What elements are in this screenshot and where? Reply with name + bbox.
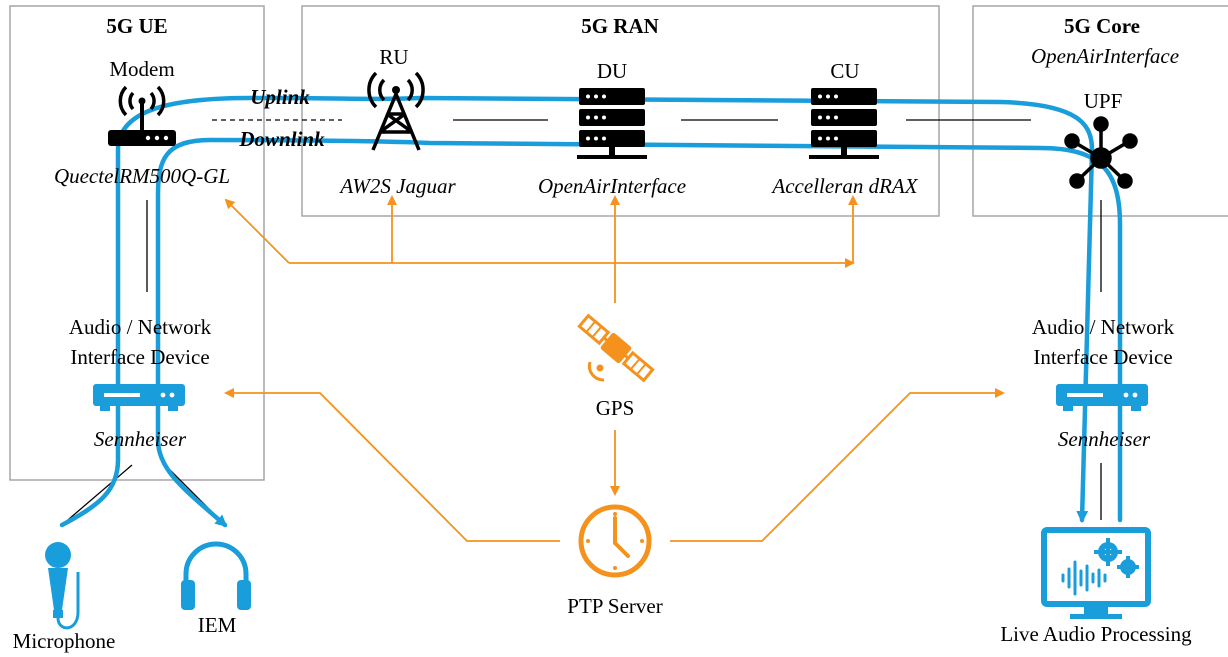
antenna-tower-icon xyxy=(367,71,425,151)
interface-microphone-line xyxy=(61,464,133,526)
ru-vendor: AW2S Jaguar xyxy=(338,174,456,198)
core-group-subtitle: OpenAirInterface xyxy=(1031,44,1179,68)
ue-interface-label-line1: Audio / Network xyxy=(69,315,212,339)
ue-group-box xyxy=(9,5,265,481)
sync-to-modem-arrow xyxy=(224,198,290,264)
modem-label: Modem xyxy=(109,57,174,81)
core-interface-label-line1: Audio / Network xyxy=(1032,315,1175,339)
ru-label: RU xyxy=(379,45,408,69)
core-interface-label-line2: Interface Device xyxy=(1033,345,1172,369)
headphones-icon xyxy=(181,541,251,610)
ue-network-device-icon xyxy=(93,384,185,411)
cu-vendor: Accelleran dRAX xyxy=(770,174,918,198)
core-group-title: 5G Core xyxy=(1064,14,1140,38)
modem-vendor: QuectelRM500Q-GL xyxy=(54,164,230,188)
ue-interface-vendor: Sennheiser xyxy=(94,427,187,451)
downlink-label: Downlink xyxy=(238,127,325,151)
core-network-device-icon xyxy=(1056,384,1148,411)
cu-server-icon xyxy=(809,88,879,159)
ran-group-box xyxy=(301,5,940,217)
wifi-router-icon xyxy=(108,85,176,146)
uplink-label: Uplink xyxy=(250,85,310,109)
uplink-path xyxy=(59,95,1095,528)
upf-label: UPF xyxy=(1084,89,1123,113)
satellite-icon xyxy=(577,313,655,383)
clock-icon xyxy=(578,504,652,578)
du-server-icon xyxy=(577,88,647,159)
du-vendor: OpenAirInterface xyxy=(538,174,686,198)
core-interface-vendor: Sennheiser xyxy=(1058,427,1151,451)
ptp-to-ue-interface-arrow xyxy=(224,388,560,542)
gps-label: GPS xyxy=(596,396,635,420)
cu-label: CU xyxy=(830,59,859,83)
core-group-box xyxy=(972,5,1228,217)
hub-icon xyxy=(1064,116,1138,189)
live-audio-label: Live Audio Processing xyxy=(1000,622,1192,646)
iem-label: IEM xyxy=(198,613,237,637)
ptp-to-core-interface-arrow xyxy=(670,388,1005,542)
ue-group-title: 5G UE xyxy=(106,14,167,38)
monitor-audio-icon xyxy=(1041,527,1151,619)
du-label: DU xyxy=(597,59,627,83)
microphone-icon xyxy=(45,542,80,630)
ptp-label: PTP Server xyxy=(567,594,662,618)
ue-interface-label-line2: Interface Device xyxy=(70,345,209,369)
microphone-label: Microphone xyxy=(13,629,116,653)
ran-group-title: 5G RAN xyxy=(581,14,659,38)
